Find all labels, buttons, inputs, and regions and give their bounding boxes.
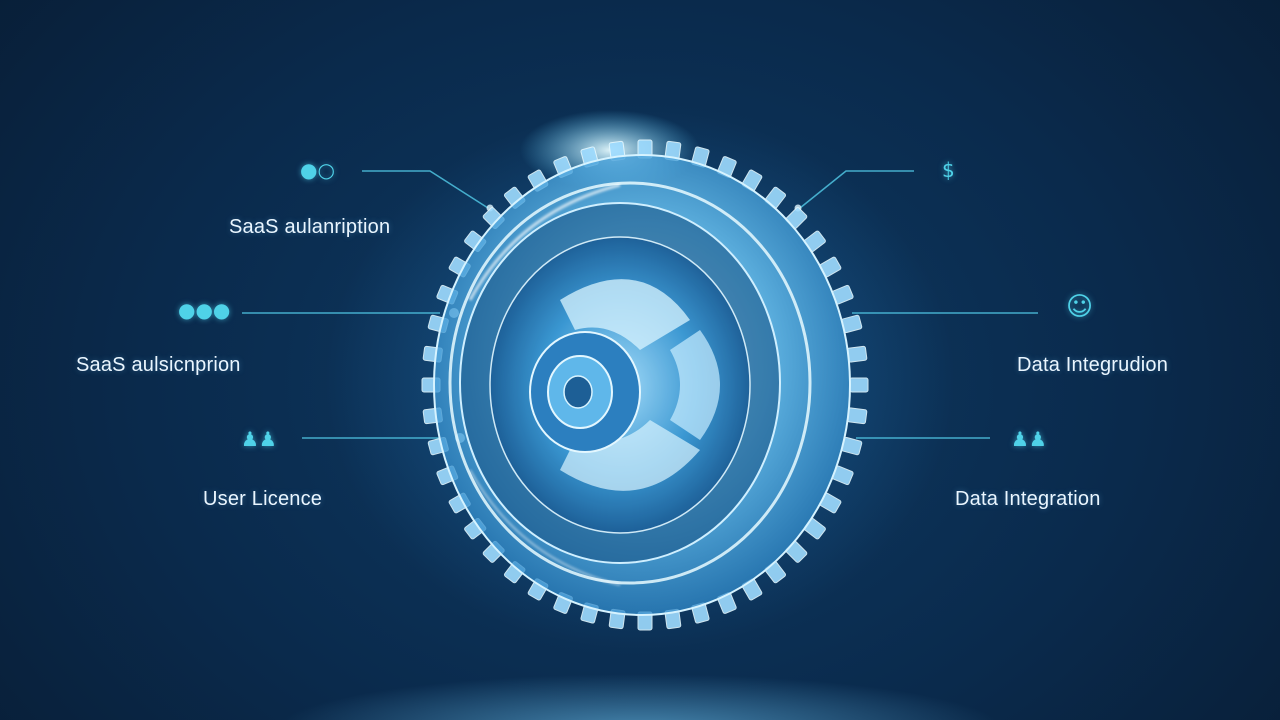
users-icon: ♟♟ [1011,427,1047,451]
gear-tooth [847,407,868,425]
gear-tooth [849,377,869,393]
gear-highlight [468,183,621,301]
gear-axle [563,375,593,409]
label-top-left: SaaS aulanription [229,216,391,238]
team-icon: ●●● [178,298,231,322]
people-icon: ●○ [300,158,335,182]
user-icon: ☺ [1066,292,1094,322]
gear-highlight [469,469,621,586]
dollar-icon: $ [942,158,955,182]
gear-blade [560,279,690,350]
gear-blade [670,330,720,440]
gear-teeth [421,139,869,631]
connector-top-left [362,170,489,209]
label-mid-right: Data Integrudion [1017,354,1169,376]
gear-rim [448,181,812,585]
label-mid-left: SaaS aulsicnprion [76,354,241,376]
label-bottom-right: Data Integration [955,488,1101,510]
gear-blade [560,420,700,491]
users-icon: ♟♟ [241,427,277,451]
connector-top-right [799,170,914,209]
gear-tooth [847,345,868,363]
label-bottom-left: User Licence [203,488,323,510]
